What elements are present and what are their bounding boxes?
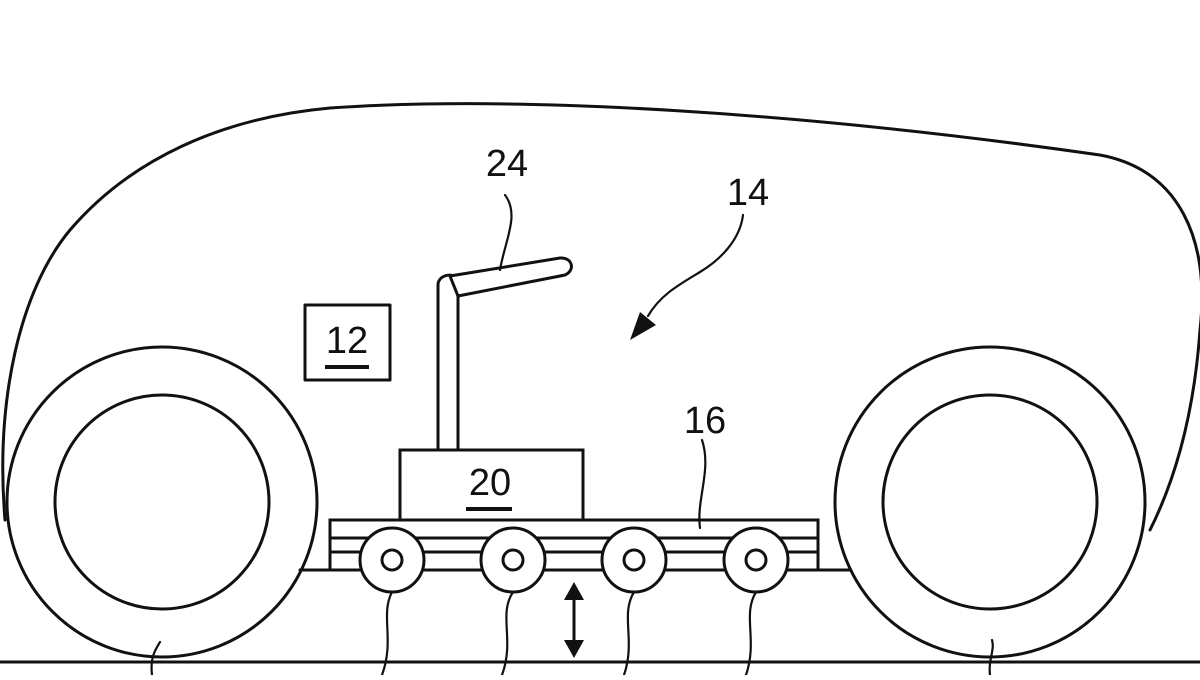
roller (722, 526, 790, 677)
control-unit-12-box (303, 303, 392, 382)
platform-rollers (358, 526, 790, 677)
label-12: 12 (326, 320, 368, 362)
label-16: 16 (684, 400, 726, 442)
leader-24 (498, 193, 513, 272)
roller (479, 526, 547, 677)
vertical-motion-arrow (564, 582, 584, 658)
roller (600, 526, 668, 677)
front-wheel (5, 345, 319, 677)
vehicle-body-outline (1, 102, 1200, 532)
leader-14-arrow (630, 213, 745, 340)
rear-wheel (833, 345, 1147, 677)
label-20: 20 (469, 462, 511, 504)
label-14: 14 (727, 172, 769, 214)
handle-24 (436, 256, 573, 452)
leader-16 (698, 438, 707, 530)
label-24: 24 (486, 143, 528, 185)
roller (358, 526, 426, 677)
